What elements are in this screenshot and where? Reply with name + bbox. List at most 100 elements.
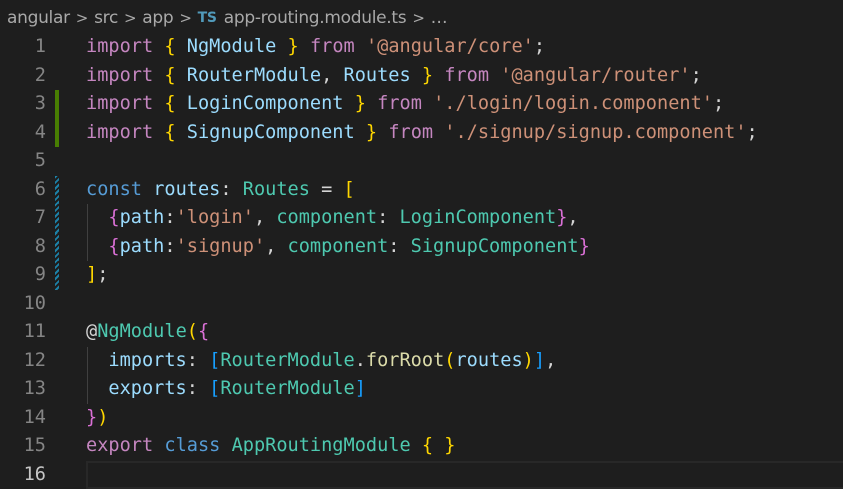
line-number: 4	[0, 119, 46, 148]
code-token: '@angular/router'	[500, 65, 690, 86]
code-token: class	[164, 435, 220, 456]
breadcrumb-item-src[interactable]: src	[94, 8, 118, 28]
code-token: from	[388, 122, 433, 143]
code-text: exports: [RouterModule]	[86, 375, 366, 404]
chevron-right-icon: >	[179, 9, 191, 27]
code-text: })	[86, 404, 108, 433]
code-token: .	[355, 350, 366, 371]
breadcrumb: angular > src > app > TS app-routing.mod…	[0, 0, 843, 36]
code-token: {	[422, 435, 433, 456]
modified-lines-indicator[interactable]	[55, 176, 59, 205]
code-token: from	[310, 36, 355, 57]
code-token: RouterModule	[187, 65, 321, 86]
added-lines-indicator[interactable]	[55, 119, 59, 148]
code-token: {	[198, 321, 209, 342]
code-token	[355, 36, 366, 57]
code-token: imports	[108, 350, 186, 371]
code-token: ]	[355, 378, 366, 399]
modified-lines-indicator[interactable]	[55, 233, 59, 262]
code-token: ;	[534, 36, 545, 57]
code-token	[153, 65, 164, 86]
line-number: 5	[0, 147, 46, 176]
code-token	[176, 36, 187, 57]
code-token	[153, 93, 164, 114]
code-token: 'login'	[176, 207, 254, 228]
line-number: 15	[0, 432, 46, 461]
code-token	[344, 93, 355, 114]
code-token	[433, 435, 444, 456]
code-token: (	[444, 350, 455, 371]
code-text: const routes: Routes = [	[86, 176, 355, 205]
line-number: 3	[0, 90, 46, 119]
code-token	[153, 122, 164, 143]
code-line[interactable]: 15 export class AppRoutingModule { }	[0, 432, 843, 461]
code-token: [	[344, 179, 355, 200]
code-token	[377, 122, 388, 143]
line-number: 14	[0, 404, 46, 433]
code-line[interactable]: 10	[0, 290, 843, 319]
code-token: }	[288, 36, 299, 57]
code-token: }	[86, 407, 97, 428]
code-token	[86, 378, 108, 399]
code-text: @NgModule({	[86, 318, 209, 347]
code-token: exports	[108, 378, 186, 399]
chevron-right-icon: >	[412, 9, 424, 27]
code-token: component	[288, 236, 389, 257]
code-token: path	[120, 207, 165, 228]
code-token: =	[310, 179, 344, 200]
code-token: LoginComponent	[399, 207, 556, 228]
code-token	[276, 36, 287, 57]
code-token: }	[556, 207, 567, 228]
code-line[interactable]: 11@NgModule({	[0, 318, 843, 347]
code-line[interactable]: 14})	[0, 404, 843, 433]
code-text: {path:'signup', component: SignupCompone…	[86, 233, 590, 262]
code-token	[355, 122, 366, 143]
code-text: import { SignupComponent } from './signu…	[86, 119, 758, 148]
line-number: 8	[0, 233, 46, 262]
code-line[interactable]: 12 imports: [RouterModule.forRoot(routes…	[0, 347, 843, 376]
code-line[interactable]: 8 {path:'signup', component: SignupCompo…	[0, 233, 843, 262]
code-token: SignupComponent	[187, 122, 355, 143]
current-line-highlight	[86, 461, 843, 489]
code-line[interactable]: 6 const routes: Routes = [	[0, 176, 843, 205]
line-number: 13	[0, 375, 46, 404]
code-token: import	[86, 122, 153, 143]
code-token: NgModule	[97, 321, 187, 342]
code-token: routes	[153, 179, 220, 200]
code-line[interactable]: 7 {path:'login', component: LoginCompone…	[0, 204, 843, 233]
code-token	[422, 93, 433, 114]
modified-lines-indicator[interactable]	[55, 261, 59, 290]
code-token: :	[187, 378, 209, 399]
code-token	[176, 65, 187, 86]
code-token: RouterModule	[220, 350, 354, 371]
code-line[interactable]: 4 import { SignupComponent } from './sign…	[0, 119, 843, 148]
breadcrumb-item-symbols[interactable]: …	[431, 8, 448, 28]
code-token: ;	[97, 264, 108, 285]
code-line[interactable]: 9];	[0, 261, 843, 290]
breadcrumb-item-file[interactable]: app-routing.module.ts	[224, 8, 407, 28]
code-line[interactable]: 16	[0, 461, 843, 489]
code-token: 'signup'	[176, 236, 266, 257]
code-token: }	[355, 93, 366, 114]
line-number: 2	[0, 62, 46, 91]
code-line[interactable]: 5	[0, 147, 843, 176]
breadcrumb-item-app[interactable]: app	[142, 8, 173, 28]
code-token: import	[86, 36, 153, 57]
code-line[interactable]: 13 exports: [RouterModule]	[0, 375, 843, 404]
line-number: 6	[0, 176, 46, 205]
code-token: AppRoutingModule	[232, 435, 411, 456]
modified-lines-indicator[interactable]	[55, 204, 59, 233]
code-token	[153, 36, 164, 57]
code-token	[220, 435, 231, 456]
code-text: export class AppRoutingModule { }	[86, 432, 456, 461]
code-token: }	[422, 65, 433, 86]
added-lines-indicator[interactable]	[55, 90, 59, 119]
code-token	[86, 236, 108, 257]
code-token	[153, 435, 164, 456]
code-token: component	[276, 207, 377, 228]
breadcrumb-item-angular[interactable]: angular	[7, 8, 70, 28]
